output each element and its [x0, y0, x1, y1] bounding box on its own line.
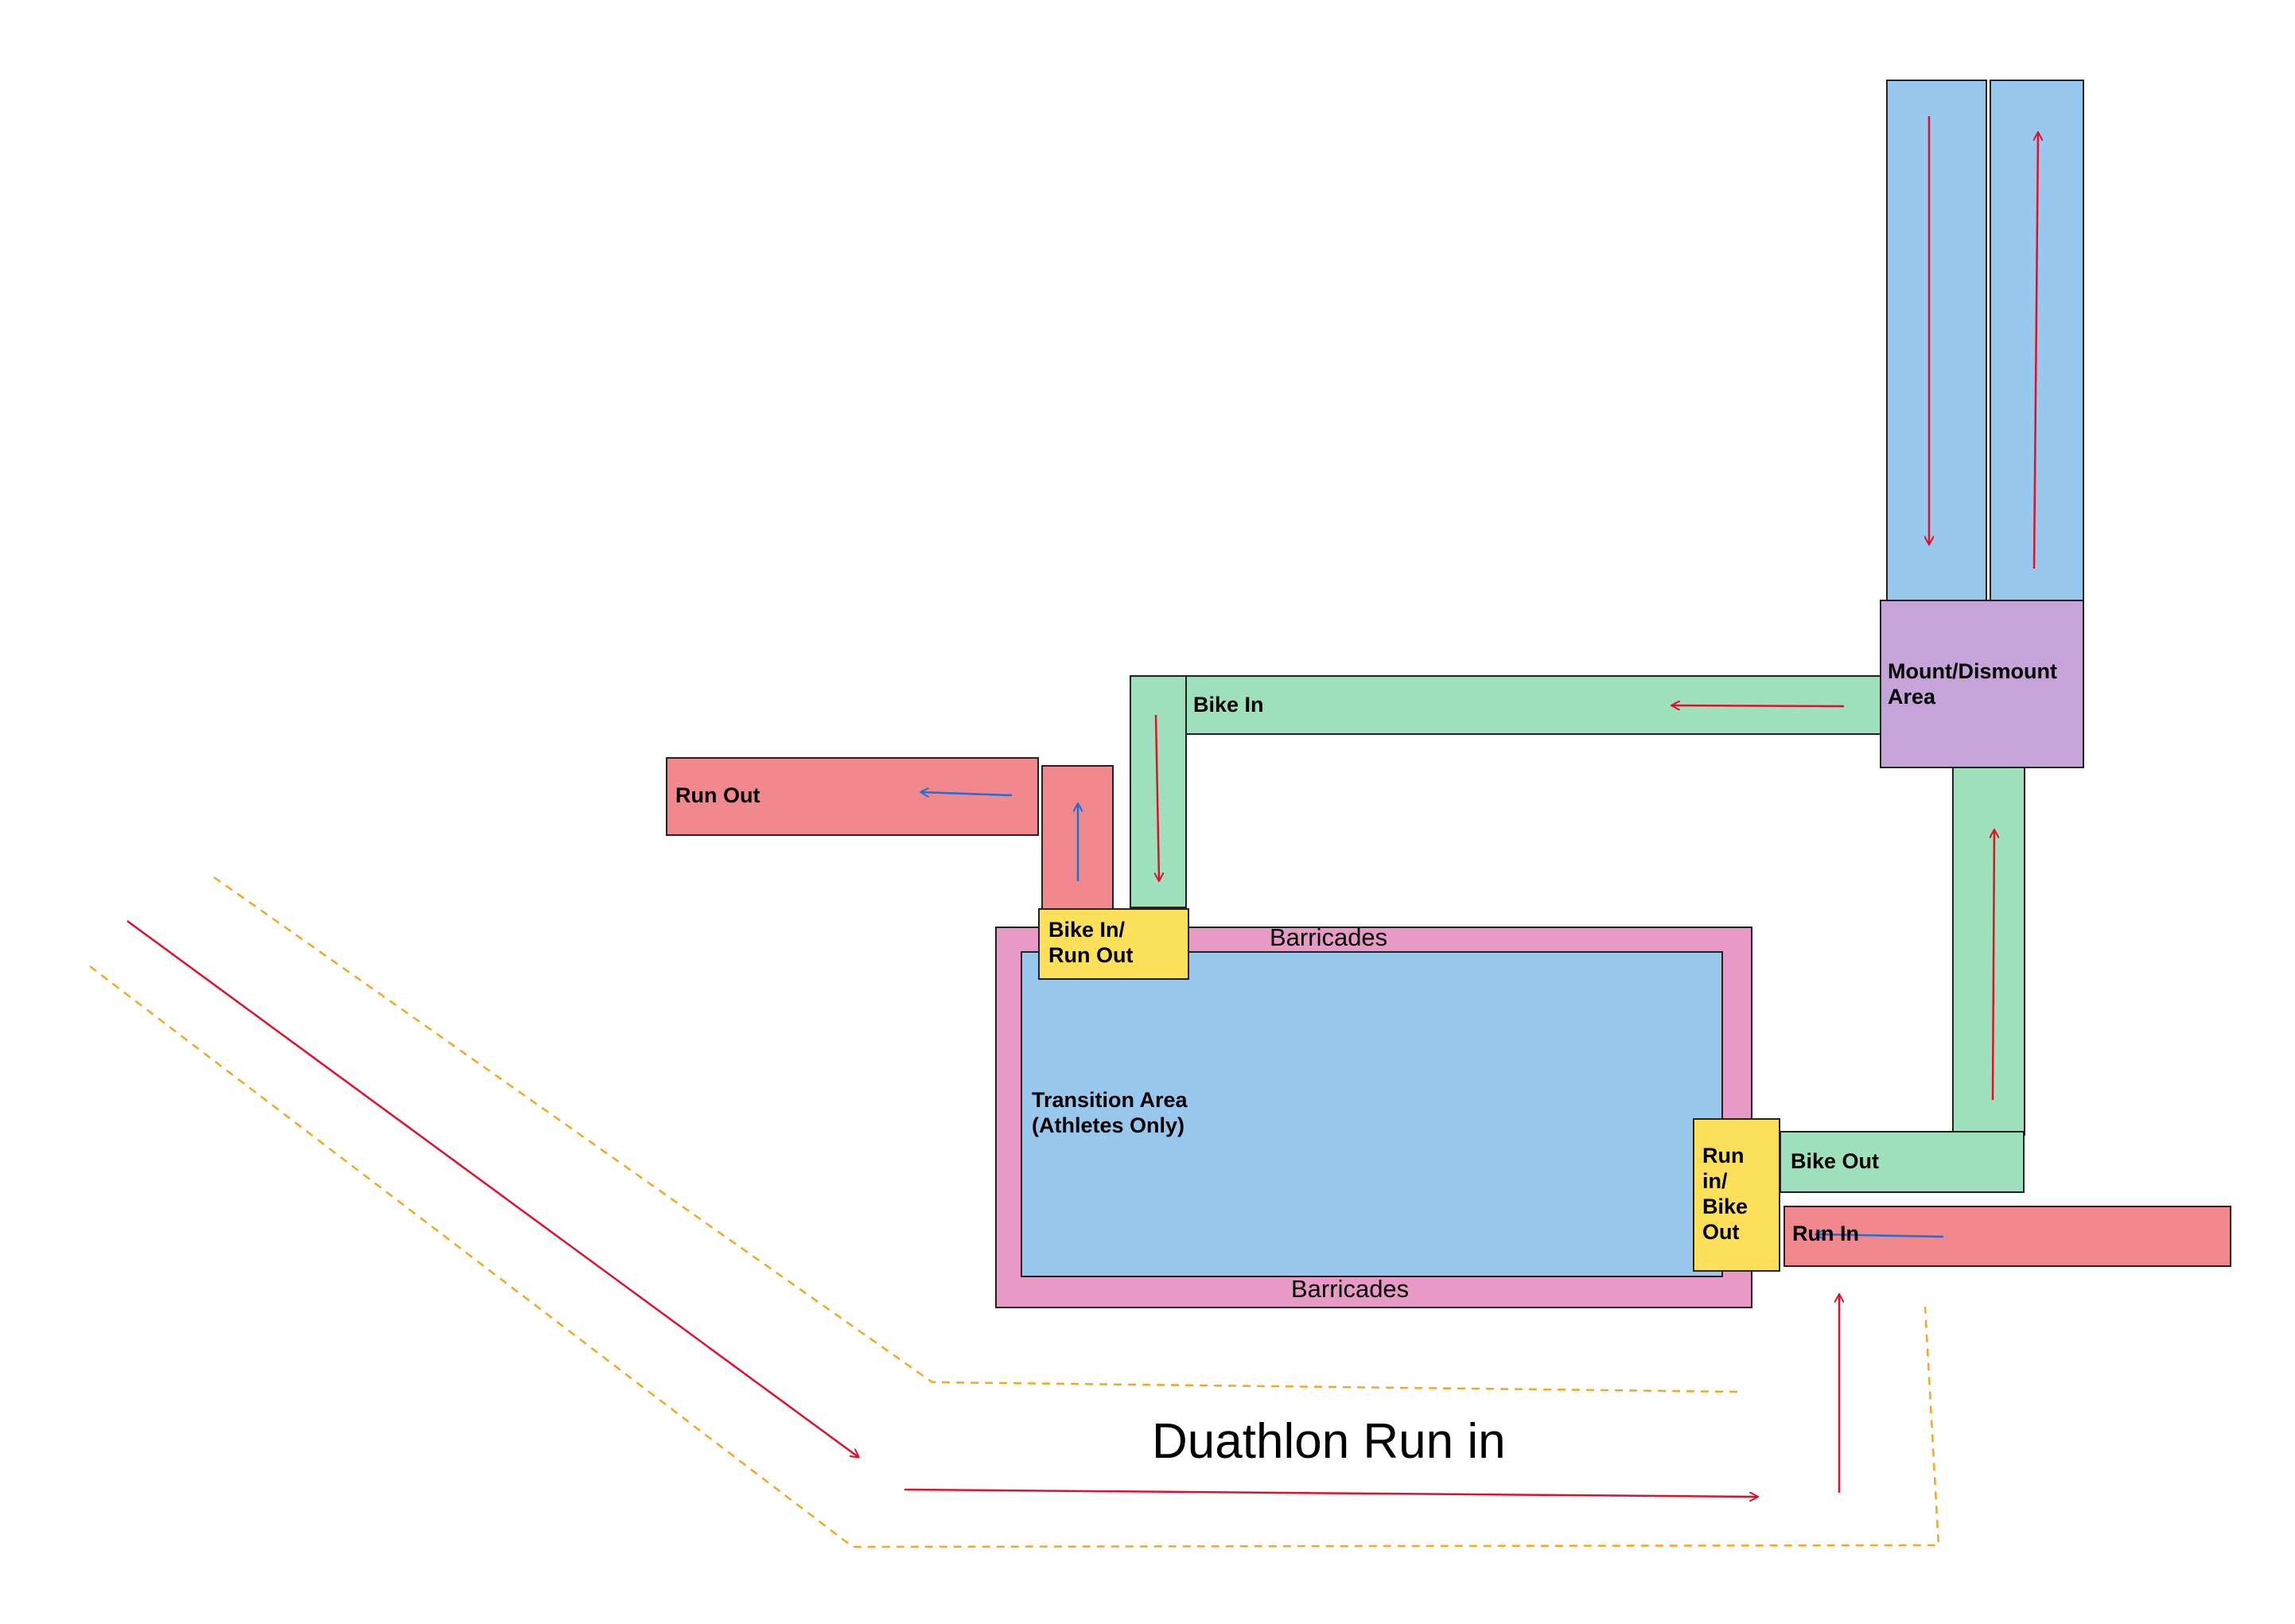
run-arrow-run-in-left	[1816, 1234, 1944, 1237]
run-in-bike-out-label-line3: Bike	[1702, 1195, 1748, 1218]
run-out-zone	[666, 757, 1039, 836]
bike-in-run-out-label-line2: Run Out	[1048, 943, 1133, 967]
bike-out-vertical-path	[1952, 767, 2025, 1136]
bike-arrow-bike-out-up	[1993, 830, 1994, 1101]
bike-in-run-out-junction	[1038, 908, 1189, 980]
bike-arrow-bike-in-left	[1672, 705, 1845, 706]
bike-arrow-road-up	[2032, 133, 2038, 569]
duathlon-route-arrow-diagonal	[126, 919, 858, 1457]
run-in-bike-out-label-line2: in/	[1702, 1169, 1728, 1193]
bike-out-horizontal-path	[1780, 1131, 2025, 1193]
run-in-bike-out-label-line4: Out	[1702, 1220, 1740, 1244]
transition-area-label-line1: Transition Area	[1032, 1088, 1188, 1112]
transition-area	[1021, 951, 1723, 1277]
road-lane-inbound	[1886, 80, 1987, 606]
run-in-zone	[1783, 1206, 2231, 1267]
bike-in-label: Bike In	[1193, 693, 1264, 717]
barricades-bottom-label: Barricades	[1291, 1275, 1409, 1303]
course-boundary-lower	[89, 965, 1940, 1548]
course-boundary-upper	[213, 876, 1739, 1393]
duathlon-run-in-title: Duathlon Run in	[1152, 1414, 1506, 1469]
run-arrow-run-out-left	[921, 792, 1013, 795]
barricades-top-label: Barricades	[1270, 923, 1387, 951]
run-out-label: Run Out	[675, 783, 760, 807]
bike-in-run-out-label-line1: Bike In/	[1048, 918, 1126, 942]
run-in-label: Run In	[1792, 1222, 1859, 1245]
bike-out-label: Bike Out	[1791, 1149, 1879, 1173]
mount-dismount-label-line1: Mount/Dismount	[1888, 659, 2057, 683]
duathlon-route-arrow-straight	[904, 1488, 1757, 1497]
mount-dismount-label-line2: Area	[1888, 685, 1936, 709]
transition-area-label-line2: (Athletes Only)	[1032, 1113, 1184, 1137]
run-in-bike-out-label-line1: Run	[1702, 1144, 1744, 1167]
bike-arrow-bike-in-down	[1156, 714, 1159, 880]
mount-dismount-area	[1880, 600, 2084, 768]
run-in-bike-out-junction	[1693, 1118, 1780, 1272]
